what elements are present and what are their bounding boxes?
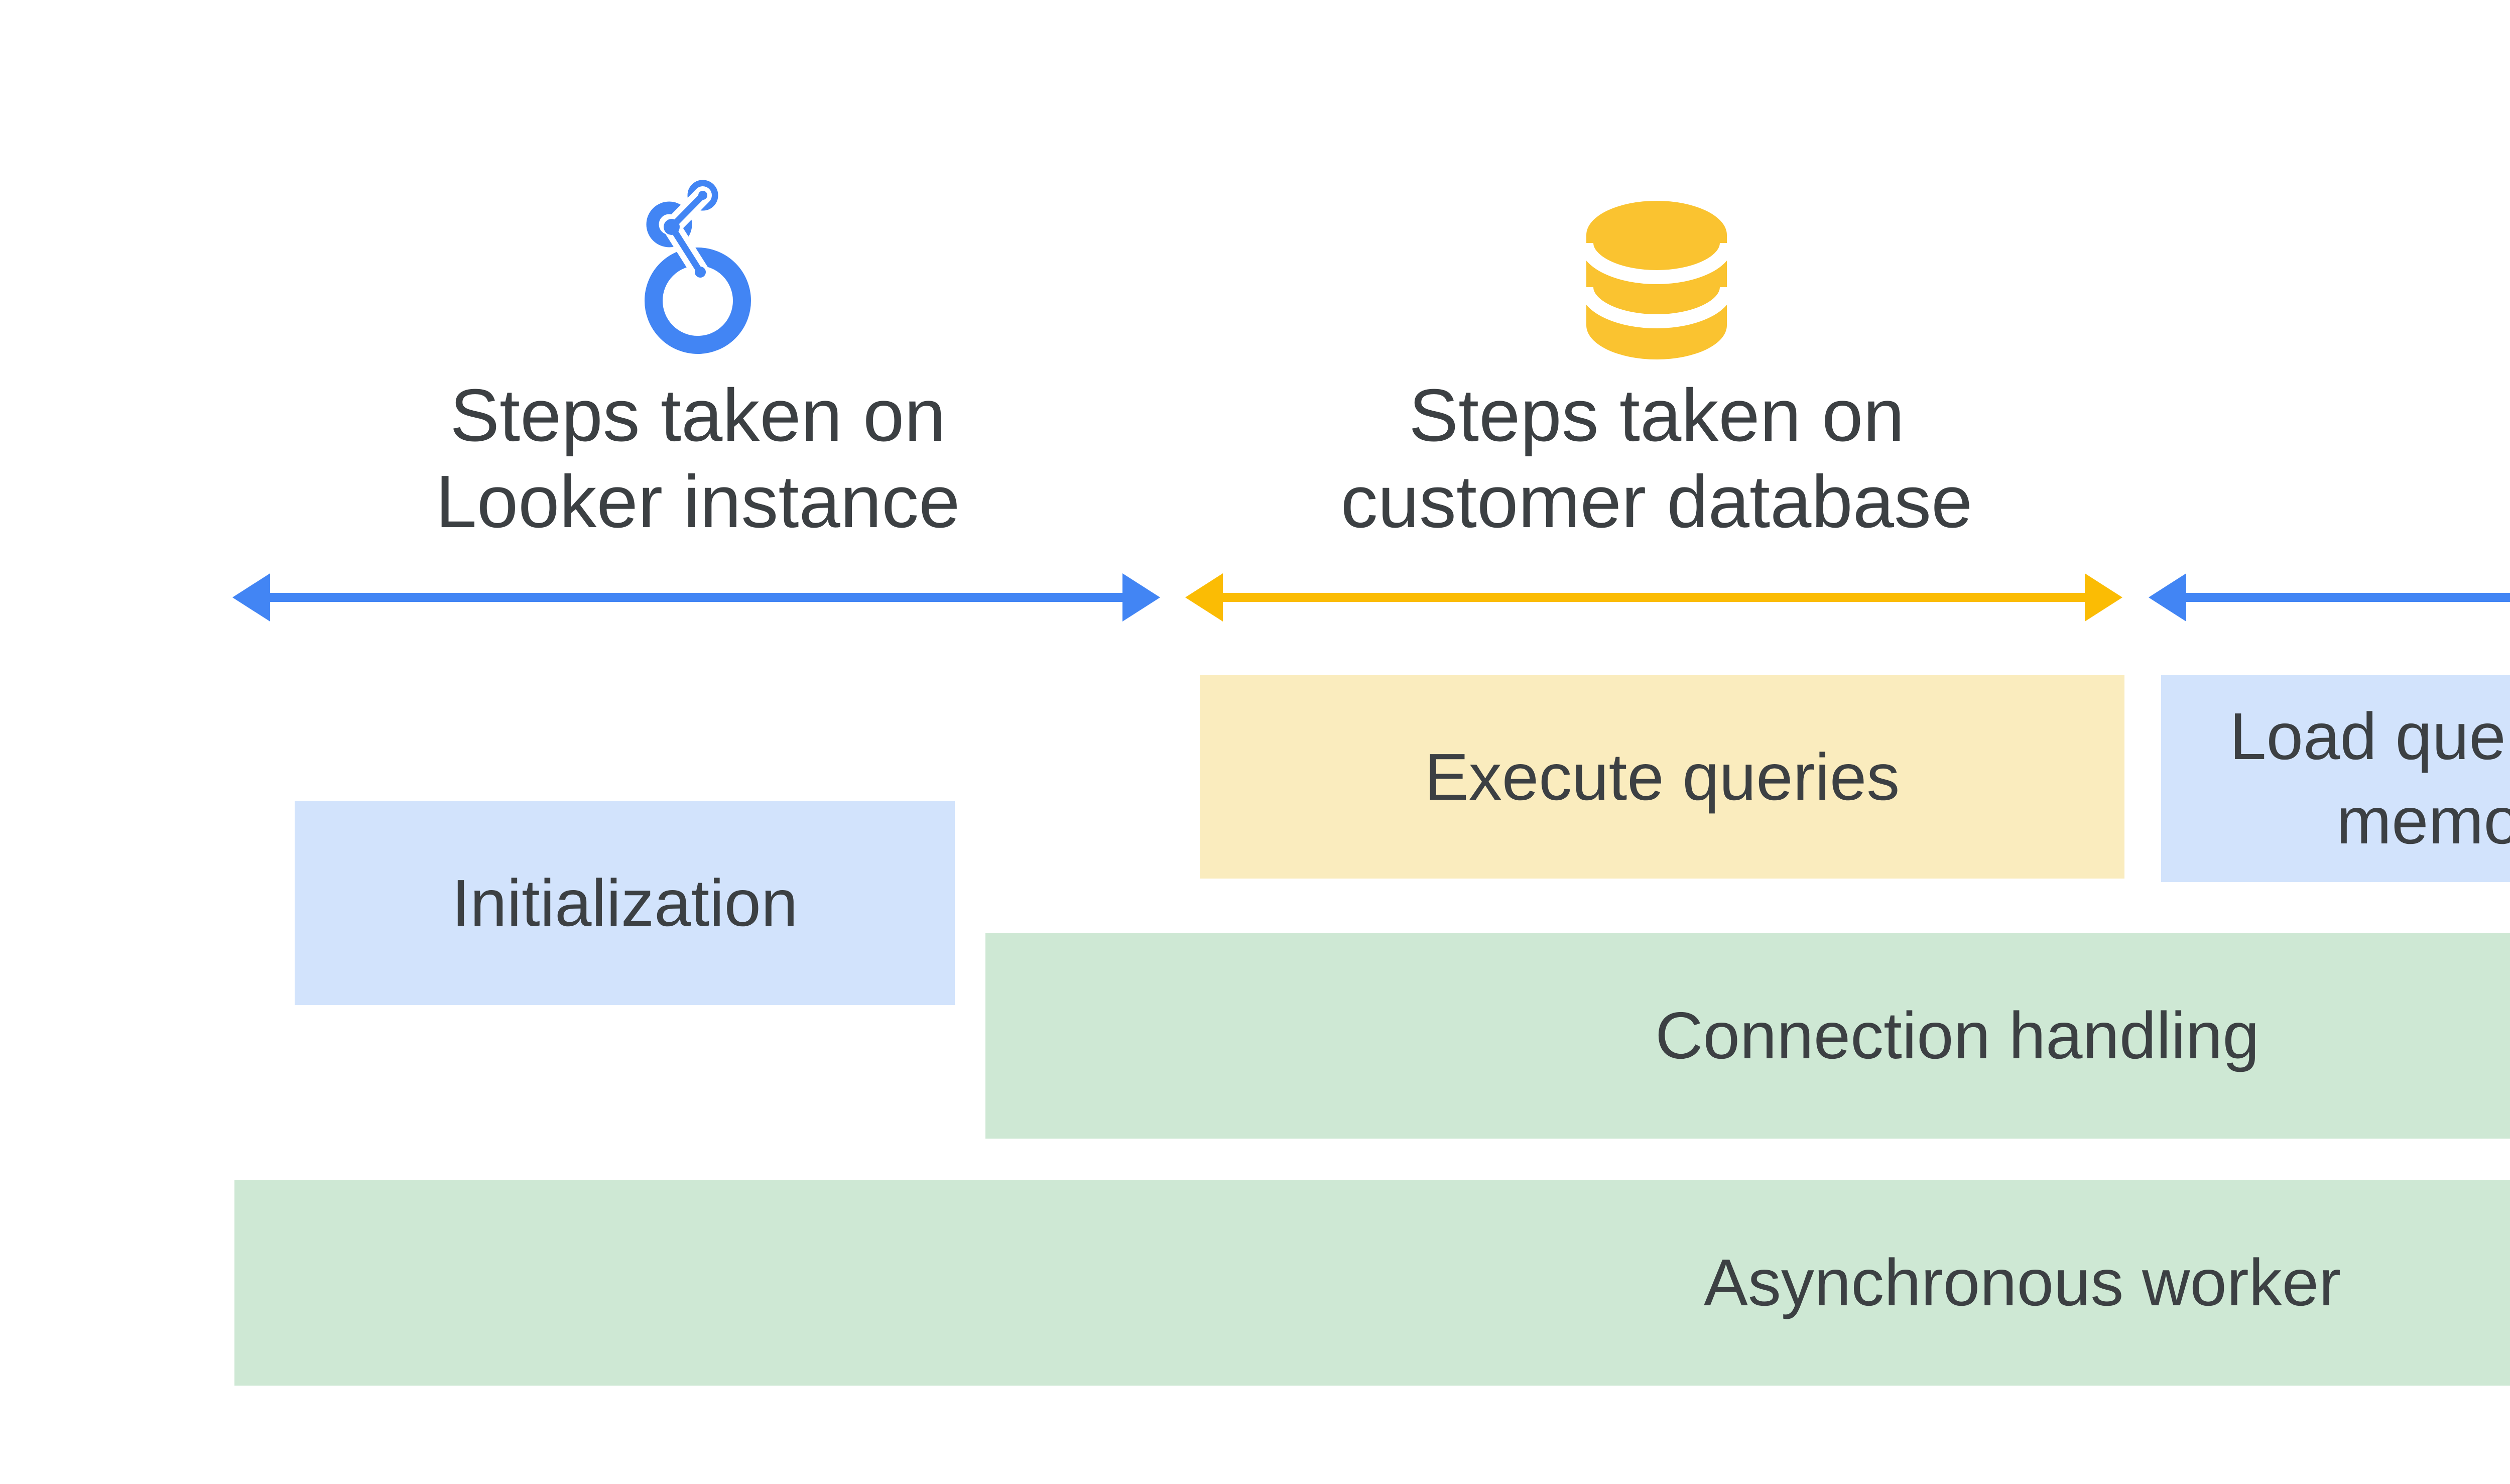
caption-line-1: Steps taken on [1409,374,1905,457]
box-label: Connection handling [1655,999,2260,1072]
caption-line-1: Steps taken on [450,374,946,457]
caption-looker-instance-right: Steps taken on Looker instance [2332,373,2510,545]
caption-line-2: Looker instance [2332,459,2510,545]
caption-line-2: customer database [1340,460,1973,543]
caption-customer-database: Steps taken on customer database [1004,373,2309,545]
arrowhead-right-icon [1122,573,1160,622]
box-connection-handling: Connection handling [985,933,2510,1139]
database-icon [1586,201,1727,359]
box-label: Execute queries [1424,739,1900,814]
box-execute-queries: Execute queries [1200,675,2124,879]
box-asynchronous-worker: Asynchronous worker [234,1180,2510,1386]
box-label: Initialization [451,865,798,940]
arrow-shaft [260,593,1133,602]
box-load-queries-in-memory: Load queries in memory [2161,675,2510,882]
box-label: Load queries in memory [2229,699,2510,857]
caption-looker-instance-left: Steps taken on Looker instance [45,373,1350,545]
double-arrow-looker-right [2149,573,2510,622]
box-label: Asynchronous worker [1703,1246,2341,1319]
arrow-shaft [1213,593,2095,602]
caption-line-1: Steps taken on [2332,373,2510,459]
arrowhead-right-icon [2085,573,2122,622]
box-initialization: Initialization [295,801,955,1005]
arrow-shaft [2176,593,2510,602]
looker-icon [643,177,753,357]
caption-line-2: Looker instance [435,460,960,543]
double-arrow-looker-left [232,573,1160,622]
double-arrow-customer-database [1185,573,2122,622]
